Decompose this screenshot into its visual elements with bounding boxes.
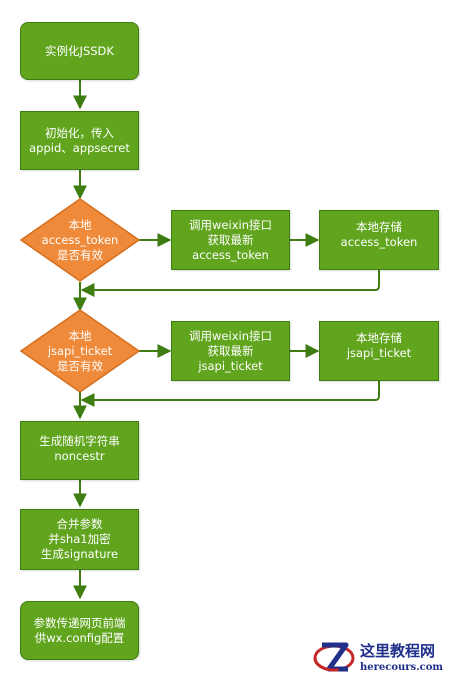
node-line: access_token xyxy=(340,235,418,249)
site-logo-icon xyxy=(313,642,355,672)
node-store-jsapi-ticket: 本地存储 jsapi_ticket xyxy=(319,321,439,381)
decision2-diamond xyxy=(19,309,141,393)
node-line: 本地 xyxy=(68,328,92,343)
node-line: 参数传递网页前端 xyxy=(33,615,126,630)
node-line: 合并参数 xyxy=(56,517,103,531)
edge-store-ticket-return xyxy=(80,381,380,407)
node-generate-noncestr: 生成随机字符串 noncestr xyxy=(20,421,139,480)
node-line: access_token xyxy=(41,232,119,247)
node-line: 是否有效 xyxy=(57,247,103,262)
node-pass-to-frontend: 参数传递网页前端 供wx.config配置 xyxy=(20,601,139,660)
node-line: 本地存储 xyxy=(356,220,402,234)
node-line: jsapi_ticket xyxy=(198,358,263,373)
node-line: 本地存储 xyxy=(356,331,402,345)
edge-store-token-return xyxy=(80,270,380,297)
node-line: 获取最新 xyxy=(207,343,254,358)
node-initialize: 初始化，传入 appid、appsecret xyxy=(20,111,139,170)
node-fetch-jsapi-ticket: 调用weixin接口 获取最新 jsapi_ticket xyxy=(171,321,290,381)
watermark-title: 这里教程网 xyxy=(360,642,436,660)
node-line: access_token xyxy=(192,247,269,262)
site-watermark: 这里教程网 herecours.com xyxy=(312,636,458,678)
decision2-label: 本地 jsapi_ticket 是否有效 xyxy=(21,310,139,392)
decision1-diamond xyxy=(19,198,141,282)
decision1-label: 本地 access_token 是否有效 xyxy=(21,199,139,281)
node-line: 获取最新 xyxy=(207,232,254,247)
node-line: jsapi_ticket xyxy=(47,343,113,358)
node-line: 生成signature xyxy=(40,547,119,561)
node-line: noncestr xyxy=(54,449,105,463)
node-line: 是否有效 xyxy=(57,358,103,373)
watermark-url: herecours.com xyxy=(360,662,444,673)
node-line: 供wx.config配置 xyxy=(34,630,125,645)
node-line: 初始化，传入 xyxy=(45,125,114,140)
node-line: appid、appsecret xyxy=(29,140,130,155)
node-instantiate-jssdk: 实例化JSSDK xyxy=(20,22,139,80)
node-store-access-token: 本地存储 access_token xyxy=(319,210,439,270)
node-line: 调用weixin接口 xyxy=(189,328,272,343)
node-line: 本地 xyxy=(68,217,92,232)
node-fetch-access-token: 调用weixin接口 获取最新 access_token xyxy=(171,210,290,270)
node-generate-signature: 合并参数 并sha1加密 生成signature xyxy=(20,509,139,570)
node-line: 调用weixin接口 xyxy=(189,217,272,232)
node-line: 并sha1加密 xyxy=(48,532,111,546)
node-line: 生成随机字符串 xyxy=(39,434,120,448)
node-line: 实例化JSSDK xyxy=(45,43,114,58)
node-line: jsapi_ticket xyxy=(346,346,412,360)
